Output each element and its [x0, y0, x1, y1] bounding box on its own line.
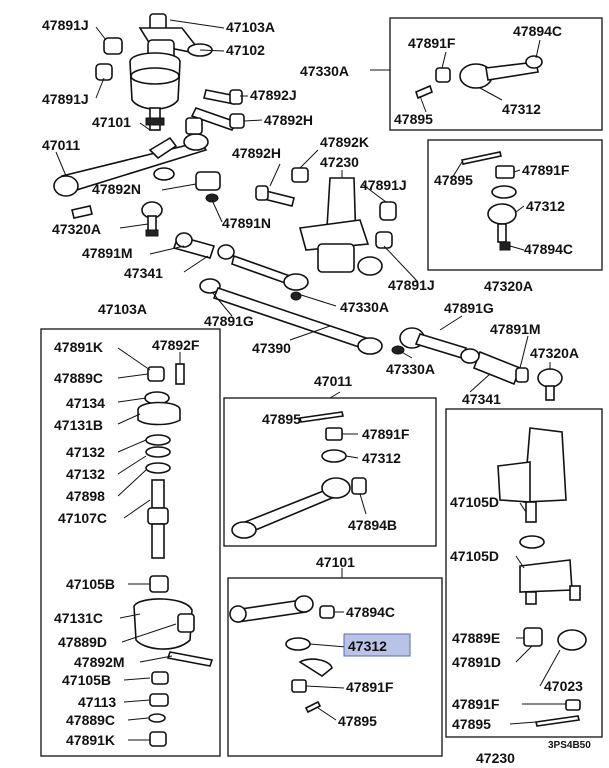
- label-47105D: 47105D: [450, 548, 499, 564]
- label-47892H: 47892H: [264, 112, 313, 128]
- tie-rod-left: [141, 201, 309, 301]
- label-47891F: 47891F: [362, 426, 410, 442]
- tie-rod-end-47330A: [415, 55, 543, 100]
- label-47101: 47101: [92, 114, 131, 130]
- box-47103A: [40, 328, 221, 757]
- label-47023: 47023: [544, 678, 583, 694]
- label-47889D: 47889D: [58, 634, 107, 650]
- idler-arm-top: [95, 13, 213, 131]
- label-47891J: 47891J: [42, 91, 89, 107]
- label-47891K: 47891K: [66, 732, 115, 748]
- label-47103A: 47103A: [98, 301, 147, 317]
- label-47312: 47312: [362, 450, 401, 466]
- idler-arm-47101-parts: [229, 595, 335, 714]
- label-47889E: 47889E: [452, 630, 500, 646]
- label-47894C: 47894C: [346, 604, 395, 620]
- label-47891F: 47891F: [522, 162, 570, 178]
- drag-link: [199, 278, 383, 355]
- idler-arm-47103A-parts: [133, 363, 214, 747]
- diagram-code: 3PS4B50: [548, 740, 591, 751]
- label-47312: 47312: [526, 198, 565, 214]
- box-47101: [227, 577, 443, 757]
- label-47892F: 47892F: [152, 337, 200, 353]
- idler-bracket-top: [298, 177, 397, 276]
- label-47894C: 47894C: [513, 23, 562, 39]
- part-labels: 47891J 47103A 47102 47891J 47892J 47101 …: [42, 17, 591, 766]
- label-47102: 47102: [226, 42, 265, 58]
- label-47341: 47341: [124, 265, 163, 281]
- label-47312-highlighted: 47312: [348, 638, 387, 654]
- label-47134: 47134: [66, 395, 105, 411]
- label-47891J: 47891J: [388, 277, 435, 293]
- label-47330A: 47330A: [340, 299, 389, 315]
- label-47891D: 47891D: [452, 654, 501, 670]
- label-47892N: 47892N: [92, 181, 141, 197]
- label-47895: 47895: [338, 713, 377, 729]
- bolts-47892: [190, 89, 309, 207]
- label-47230: 47230: [320, 154, 359, 170]
- label-47320A: 47320A: [530, 345, 579, 361]
- label-47131B: 47131B: [54, 417, 103, 433]
- label-47891G: 47891G: [444, 300, 494, 316]
- label-47889C: 47889C: [54, 370, 103, 386]
- label-47105B: 47105B: [66, 576, 115, 592]
- label-47891F: 47891F: [346, 679, 394, 695]
- label-47894C: 47894C: [524, 241, 573, 257]
- label-47895: 47895: [434, 172, 473, 188]
- label-47312: 47312: [502, 101, 541, 117]
- label-47390: 47390: [252, 340, 291, 356]
- label-47898: 47898: [66, 488, 105, 504]
- label-47891K: 47891K: [54, 339, 103, 355]
- box-47230: [445, 408, 603, 738]
- box-47320A: [427, 139, 603, 271]
- label-47341: 47341: [462, 391, 501, 407]
- idler-bracket-47230-parts: [497, 427, 587, 727]
- label-47891F: 47891F: [452, 696, 500, 712]
- label-47895: 47895: [452, 716, 491, 732]
- label-47891J: 47891J: [42, 17, 89, 33]
- label-47131C: 47131C: [54, 610, 103, 626]
- label-47132: 47132: [66, 466, 105, 482]
- label-47895: 47895: [262, 411, 301, 427]
- label-47892H: 47892H: [232, 145, 281, 161]
- box-47330A: [389, 17, 603, 131]
- label-47891M: 47891M: [490, 321, 541, 337]
- label-47892K: 47892K: [320, 134, 369, 150]
- label-47891F: 47891F: [408, 35, 456, 51]
- center-link-47011-parts: [231, 411, 367, 539]
- label-47895: 47895: [394, 111, 433, 127]
- label-47889C: 47889C: [66, 712, 115, 728]
- label-47011: 47011: [42, 137, 80, 153]
- label-47132: 47132: [66, 444, 105, 460]
- leader-lines: [55, 19, 566, 741]
- label-47891M: 47891M: [82, 245, 133, 261]
- label-47113: 47113: [78, 694, 116, 710]
- tie-rod-right: [391, 327, 563, 401]
- label-47891J: 47891J: [360, 177, 407, 193]
- ball-joint-47320A: [461, 151, 517, 251]
- label-47101: 47101: [316, 554, 355, 570]
- label-47107C: 47107C: [58, 510, 107, 526]
- center-link-top: [53, 117, 221, 219]
- label-47320A: 47320A: [52, 221, 101, 237]
- label-47891G: 47891G: [204, 313, 254, 329]
- label-47330A: 47330A: [386, 361, 435, 377]
- label-47891N: 47891N: [222, 215, 271, 231]
- label-47894B: 47894B: [348, 517, 397, 533]
- label-47105B: 47105B: [62, 672, 111, 688]
- label-47011: 47011: [314, 373, 352, 389]
- label-47892J: 47892J: [250, 87, 297, 103]
- label-47330A: 47330A: [300, 63, 349, 79]
- label-47892M: 47892M: [74, 654, 125, 670]
- label-47320A: 47320A: [484, 278, 533, 294]
- label-47103A: 47103A: [226, 19, 275, 35]
- label-47105D: 47105D: [450, 494, 499, 510]
- label-47230: 47230: [476, 750, 515, 766]
- highlight-47312: [343, 633, 411, 657]
